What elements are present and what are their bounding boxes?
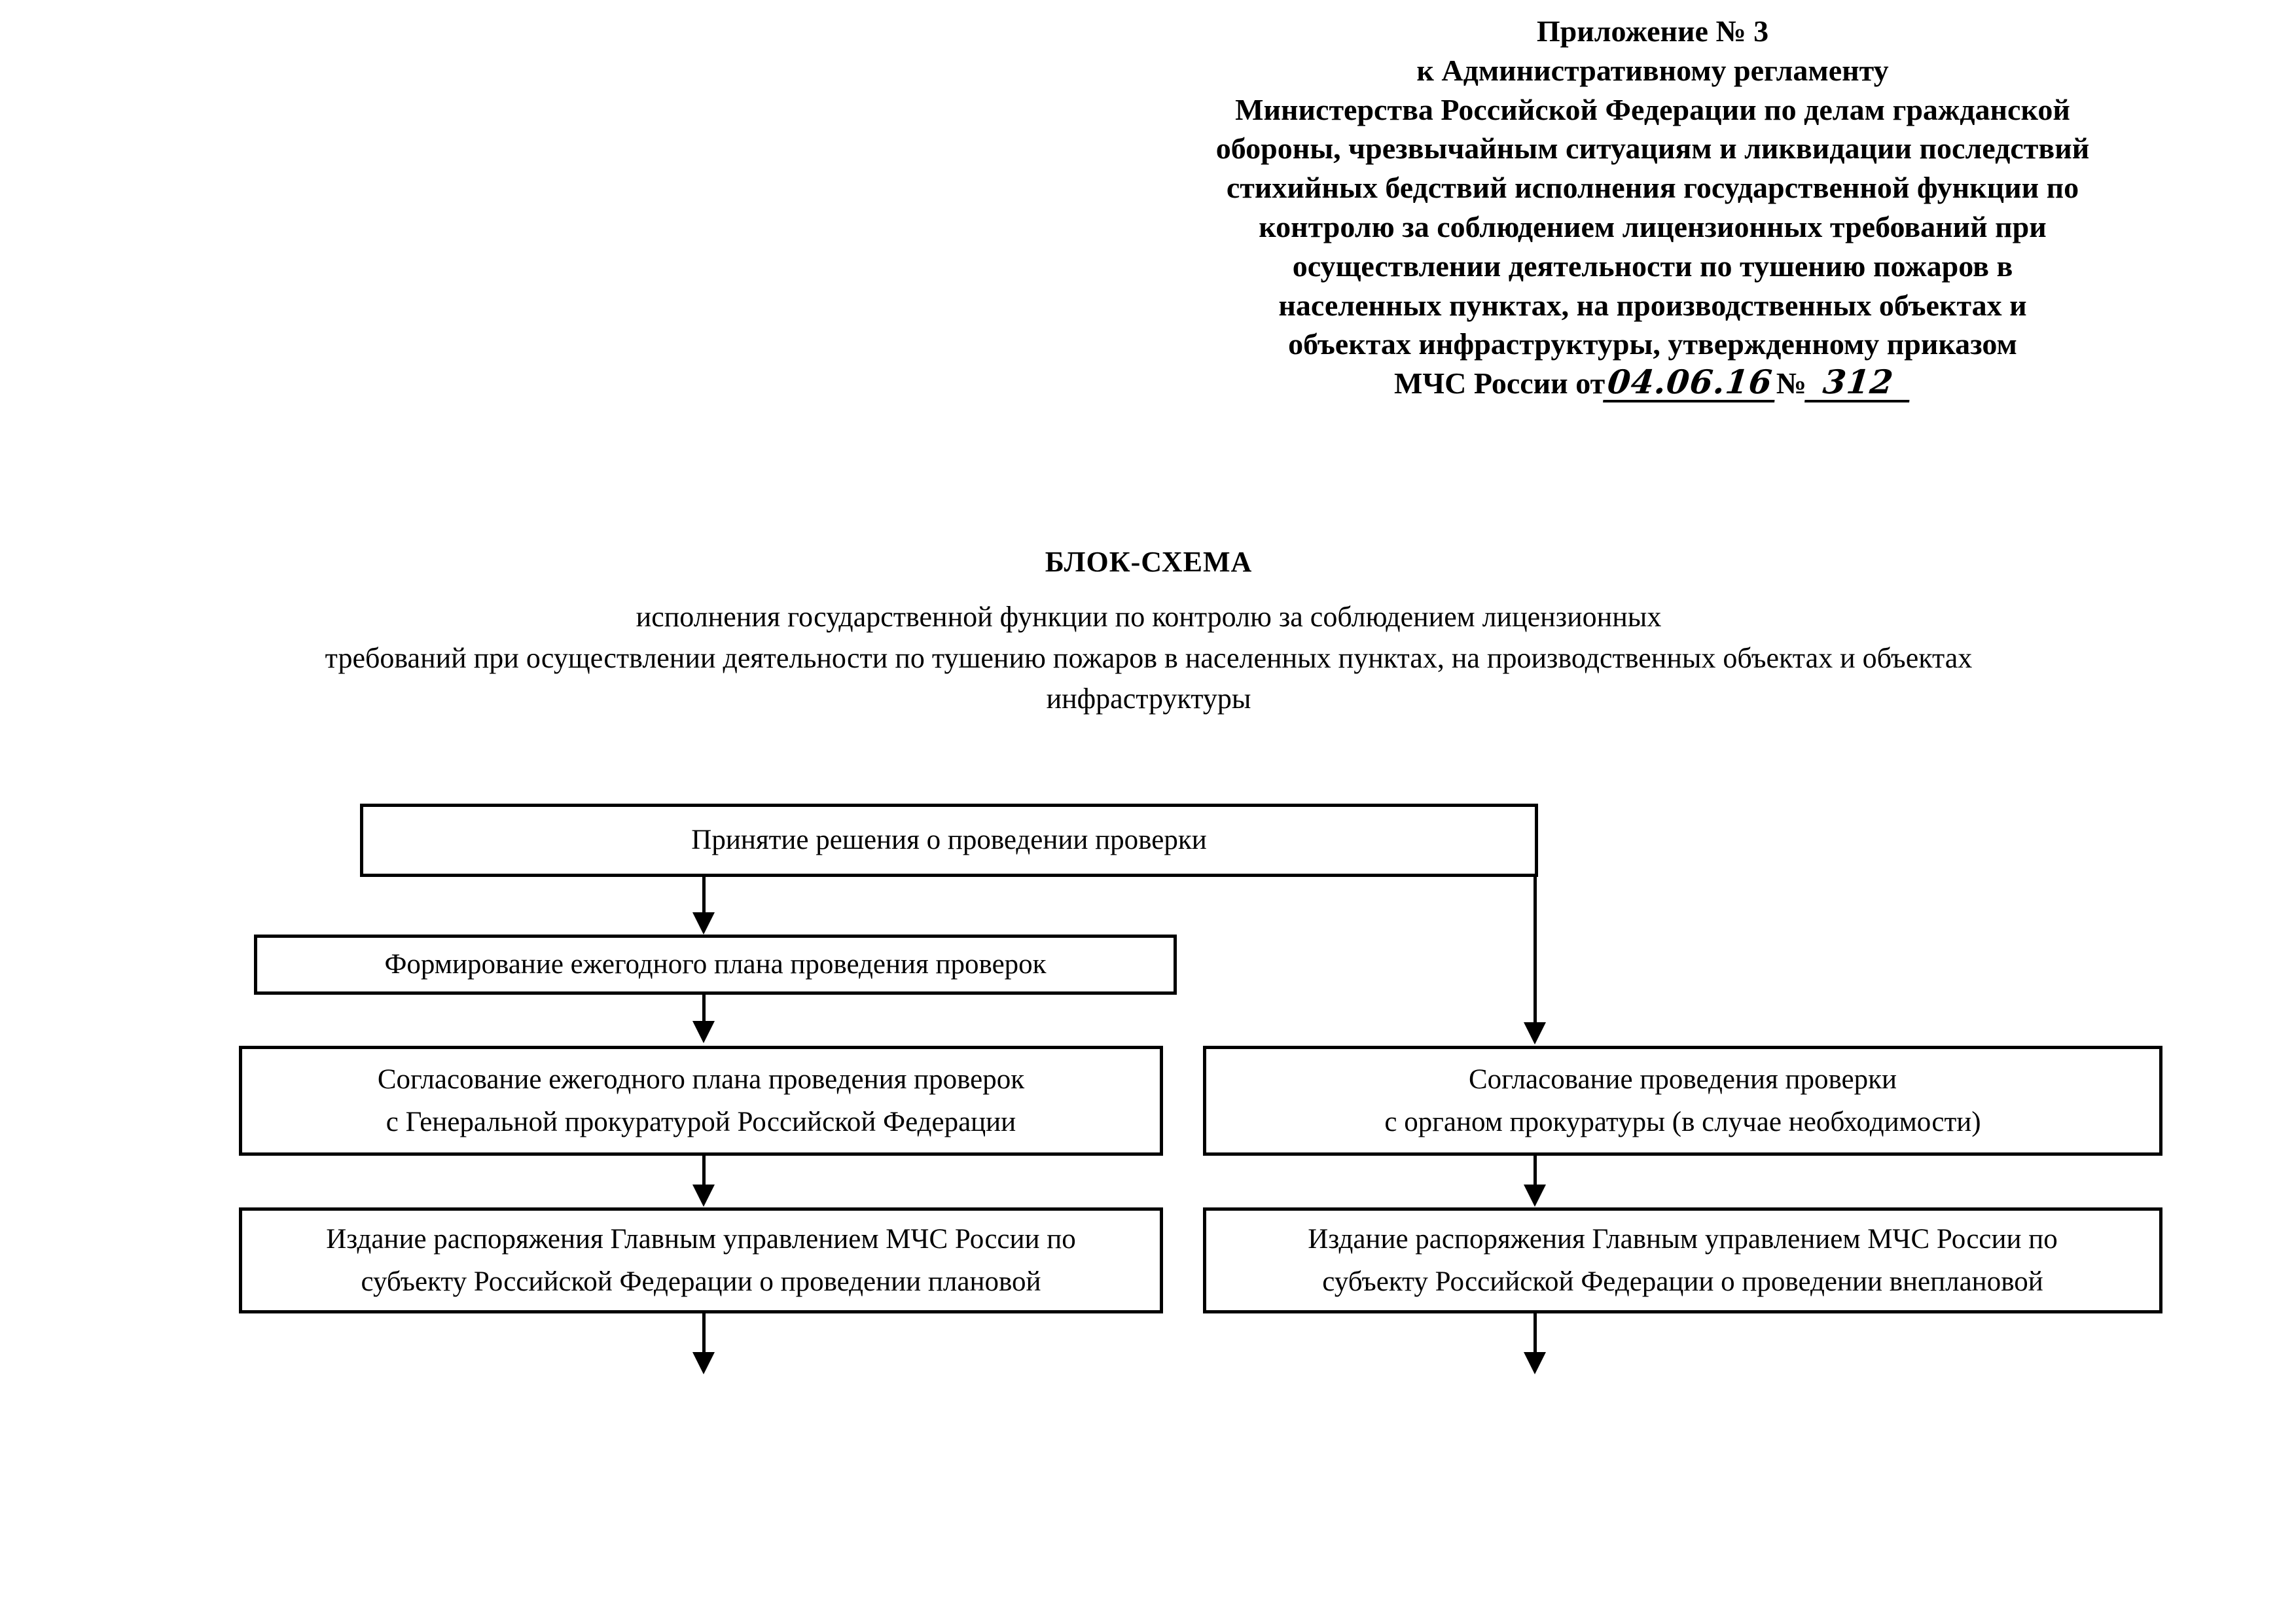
- ministry-line-4: контролю за соблюдением лицензионных тре…: [1259, 209, 2047, 243]
- scheme-title-block: БЛОК-СХЕМА исполнения государственной фу…: [39, 542, 2258, 720]
- arrow-down-icon: [692, 1185, 715, 1207]
- flow-node-text: Издание распоряжения Главным управлением…: [1308, 1223, 2058, 1255]
- ministry-line-1: Министерства Российской Федерации по дел…: [1235, 92, 2070, 126]
- flow-node-text: субъекту Российской Федерации о проведен…: [1322, 1266, 2043, 1297]
- flow-node-text: Согласование проведения проверки: [1468, 1063, 1897, 1095]
- page-title: БЛОК-СХЕМА: [1045, 546, 1253, 578]
- flow-node-text: Издание распоряжения Главным управлением…: [326, 1223, 1076, 1255]
- arrow-down-icon: [692, 912, 715, 935]
- ministry-line-3: стихийных бедствий исполнения государств…: [1226, 171, 2079, 205]
- appendix-number-line: Приложение № 3: [1536, 14, 1769, 48]
- appendix-reference-block: Приложение № 3 к Административному регла…: [1158, 12, 2147, 403]
- flow-node-decision-to-inspect[interactable]: Принятие решения о проведении проверки: [360, 804, 1538, 877]
- flow-node-text: с органом прокуратуры (в случае необходи…: [1384, 1107, 1981, 1137]
- connector-line-node1-node2: [702, 877, 706, 914]
- flow-node-text: Формирование ежегодного плана проведения…: [384, 949, 1047, 980]
- arrow-down-icon: [1524, 1352, 1546, 1374]
- arrow-down-icon: [1524, 1185, 1546, 1207]
- connector-line-node3-node4: [702, 1156, 706, 1186]
- connector-line-node2-node3: [702, 995, 706, 1022]
- ministry-line-5: осуществлении деятельности по тушению по…: [1292, 249, 2013, 283]
- flow-node-inspection-approval-prosecutor-body[interactable]: Согласование проведения проверки с орган…: [1203, 1046, 2162, 1156]
- scheme-subtitle-line-2: требований при осуществлении деятельност…: [325, 641, 1973, 674]
- flow-node-order-issue-unscheduled-inspection[interactable]: Издание распоряжения Главным управлением…: [1203, 1207, 2162, 1313]
- flow-node-text: субъекту Российской Федерации о проведен…: [361, 1266, 1041, 1297]
- scheme-subtitle-line-1: исполнения государственной функции по ко…: [636, 601, 1662, 633]
- connector-line-node6-continues: [1534, 1313, 1537, 1354]
- connector-line-node5-node6: [1534, 1156, 1537, 1186]
- order-prefix-label: МЧС России от: [1394, 366, 1605, 401]
- arrow-down-icon: [692, 1352, 715, 1374]
- flow-node-text: с Генеральной прокуратурой Российской Фе…: [386, 1107, 1016, 1137]
- scheme-subtitle-line-3: инфраструктуры: [1046, 683, 1251, 715]
- flow-node-annual-plan-formation[interactable]: Формирование ежегодного плана проведения…: [254, 935, 1177, 995]
- ministry-line-6: населенных пунктах, на производственных …: [1278, 288, 2027, 322]
- regulation-reference-line: к Административному регламенту: [1416, 53, 1889, 87]
- ministry-line-7: объектах инфраструктуры, утвержденному п…: [1288, 327, 2017, 361]
- ministry-line-2: обороны, чрезвычайным ситуациям и ликвид…: [1215, 132, 2090, 166]
- flow-node-text: Принятие решения о проведении проверки: [691, 825, 1207, 856]
- arrow-down-icon: [1524, 1022, 1546, 1044]
- arrow-down-icon: [692, 1021, 715, 1043]
- flow-node-order-issue-scheduled-inspection[interactable]: Издание распоряжения Главным управлением…: [239, 1207, 1163, 1313]
- flow-node-text: Согласование ежегодного плана проведения…: [377, 1063, 1025, 1095]
- order-number-label: №: [1776, 366, 1806, 401]
- connector-line-node1-node5: [1534, 877, 1537, 1024]
- connector-line-node4-continues: [702, 1313, 706, 1354]
- flow-node-annual-plan-approval-prosecutor-general[interactable]: Согласование ежегодного плана проведения…: [239, 1046, 1163, 1156]
